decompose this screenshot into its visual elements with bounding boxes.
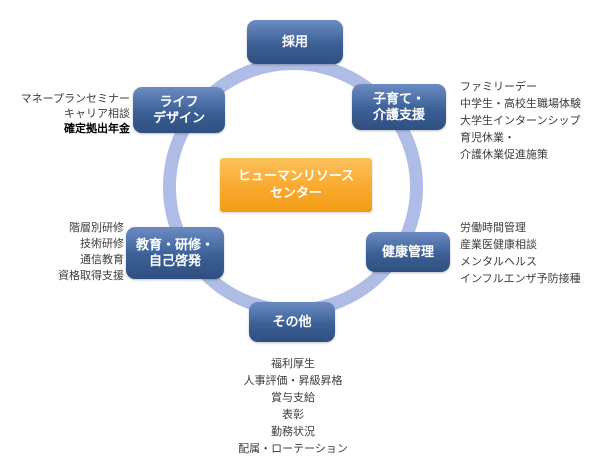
note-line: 勤務状況 bbox=[271, 426, 315, 438]
note-line: 賞与支給 bbox=[271, 392, 315, 404]
note-line: 技術研修 bbox=[80, 238, 124, 250]
note-line: 労働時間管理 bbox=[460, 222, 526, 234]
center-hub-human-resource-center: ヒューマンリソース センター bbox=[220, 158, 372, 212]
note-line: 福利厚生 bbox=[271, 358, 315, 370]
note-line: 中学生・高校生職場体験 bbox=[460, 98, 581, 110]
notes-health-management: 労働時間管理 産業医健康相談 メンタルヘルス インフルエンザ予防接種 bbox=[460, 220, 600, 288]
note-line: 介護休業促進施策 bbox=[460, 149, 548, 161]
note-line: 配属・ローテーション bbox=[238, 443, 348, 455]
node-recruitment: 採用 bbox=[247, 20, 343, 64]
node-recruitment-label: 採用 bbox=[281, 33, 308, 49]
note-line: インフルエンザ予防接種 bbox=[460, 273, 581, 285]
notes-childcare-support: ファミリーデー 中学生・高校生職場体験 大学生インターンシップ 育児休業・ 介護… bbox=[460, 79, 600, 164]
note-line: 育児休業・ bbox=[460, 132, 515, 144]
node-education-training: 教育・研修・ 自己啓発 bbox=[126, 227, 224, 279]
node-life-design-label: ライフ デザイン bbox=[152, 93, 205, 125]
node-childcare-support: 子育て・ 介護支援 bbox=[352, 84, 446, 130]
note-line: 通信教育 bbox=[80, 254, 124, 266]
notes-others: 福利厚生 人事評価・昇級昇格 賞与支給 表彰 勤務状況 配属・ローテーション bbox=[180, 356, 406, 458]
notes-life-design: マネープランセミナー キャリア相談 確定拠出年金 bbox=[10, 92, 130, 137]
note-line: 表彰 bbox=[282, 409, 304, 421]
note-line: メンタルヘルス bbox=[460, 256, 537, 268]
notes-education-training: 階層別研修 技術研修 通信教育 資格取得支援 bbox=[18, 220, 124, 284]
note-line: 人事評価・昇級昇格 bbox=[243, 375, 343, 387]
note-line: キャリア相談 bbox=[64, 108, 130, 120]
node-others: その他 bbox=[249, 302, 335, 342]
note-line: ファミリーデー bbox=[460, 81, 537, 93]
note-line: 大学生インターンシップ bbox=[460, 115, 581, 127]
note-line: 確定拠出年金 bbox=[64, 123, 130, 135]
node-childcare-support-label: 子育て・ 介護支援 bbox=[372, 90, 425, 122]
note-line: 階層別研修 bbox=[69, 222, 124, 234]
node-life-design: ライフ デザイン bbox=[133, 87, 225, 133]
node-others-label: その他 bbox=[272, 313, 312, 329]
note-line: 産業医健康相談 bbox=[460, 239, 537, 251]
note-line: 資格取得支援 bbox=[58, 270, 124, 282]
note-line: マネープランセミナー bbox=[20, 93, 130, 105]
node-education-training-label: 教育・研修・ 自己啓発 bbox=[135, 236, 214, 268]
center-hub-label: ヒューマンリソース センター bbox=[237, 168, 355, 200]
node-health-management: 健康管理 bbox=[366, 232, 450, 272]
node-health-management-label: 健康管理 bbox=[381, 243, 434, 259]
